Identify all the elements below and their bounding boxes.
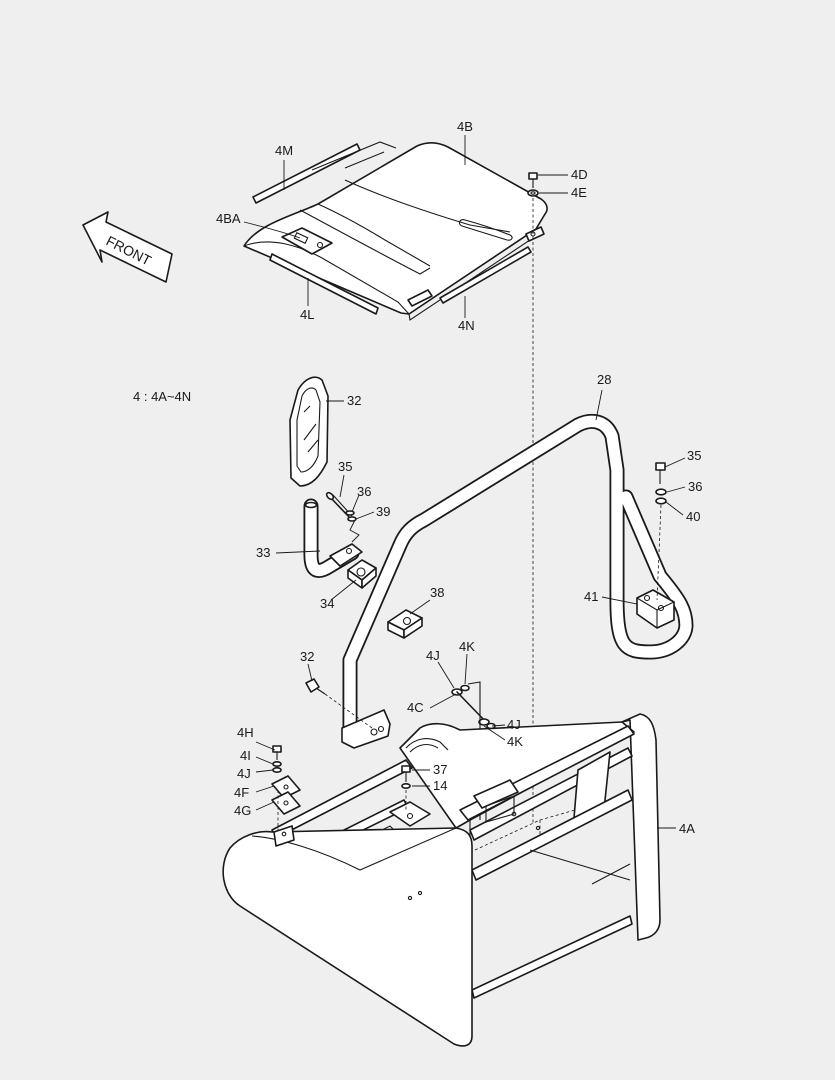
callout-4J-top: 4J: [426, 648, 440, 663]
callout-4E: 4E: [571, 185, 587, 200]
callout-4D: 4D: [571, 167, 588, 182]
bolt-35-left: [325, 491, 357, 522]
clamp-34: [347, 559, 377, 589]
callout-33: 33: [256, 545, 270, 560]
callout-14: 14: [433, 778, 447, 793]
callout-39: 39: [376, 504, 390, 519]
callout-32-bolt: 32: [300, 649, 314, 664]
bolt-35-right: [655, 462, 667, 505]
callout-40: 40: [686, 509, 700, 524]
mirror-32: [289, 376, 329, 487]
dash-alignment-32: [324, 693, 373, 729]
callout-4I: 4I: [240, 748, 251, 763]
canopy-roof-4B: [243, 141, 548, 321]
callout-36-left: 36: [357, 484, 371, 499]
callout-4L: 4L: [300, 307, 314, 322]
front-arrow: FRONT: [82, 211, 173, 283]
callout-35-right: 35: [687, 448, 701, 463]
bolt-37: [401, 765, 411, 789]
mirror-stay-33: [303, 498, 363, 578]
callout-4B: 4B: [457, 119, 473, 134]
callout-4J-low: 4J: [237, 766, 251, 781]
callout-38: 38: [430, 585, 444, 600]
callout-4H: 4H: [237, 725, 254, 740]
dash-alignment-35: [656, 504, 662, 601]
callout-34: 34: [320, 596, 334, 611]
callout-37: 37: [433, 762, 447, 777]
callout-4M: 4M: [275, 143, 293, 158]
assembly-legend: 4 : 4A~4N: [133, 389, 191, 404]
callout-4C: 4C: [407, 700, 424, 715]
callout-28: 28: [597, 372, 611, 387]
clamp-38: [387, 609, 423, 639]
callout-4K-top: 4K: [459, 639, 475, 654]
callout-4BA: 4BA: [216, 211, 241, 226]
callout-35-left: 35: [338, 459, 352, 474]
callout-32-mirror: 32: [347, 393, 361, 408]
callout-4A: 4A: [679, 821, 695, 836]
roll-bar-28: [341, 413, 694, 749]
callout-4K-mid: 4K: [507, 734, 523, 749]
callout-labels: 4M 4B 4D 4E 4BA 4L 4N 28 32 35 36 39 33 …: [216, 119, 702, 836]
clamp-bolt-path: [349, 519, 360, 543]
callout-4J-mid: 4J: [507, 717, 521, 732]
callout-4G: 4G: [234, 803, 251, 818]
callout-36-right: 36: [688, 479, 702, 494]
hinge-plate-4F: [271, 775, 301, 847]
leader-lines: [243, 135, 686, 829]
callout-4F: 4F: [234, 785, 249, 800]
bolt-32-lower: [305, 678, 326, 695]
bolt-4D: [527, 172, 539, 197]
callout-4N: 4N: [458, 318, 475, 333]
callout-41: 41: [584, 589, 598, 604]
seat-base-4A: [222, 713, 661, 1047]
